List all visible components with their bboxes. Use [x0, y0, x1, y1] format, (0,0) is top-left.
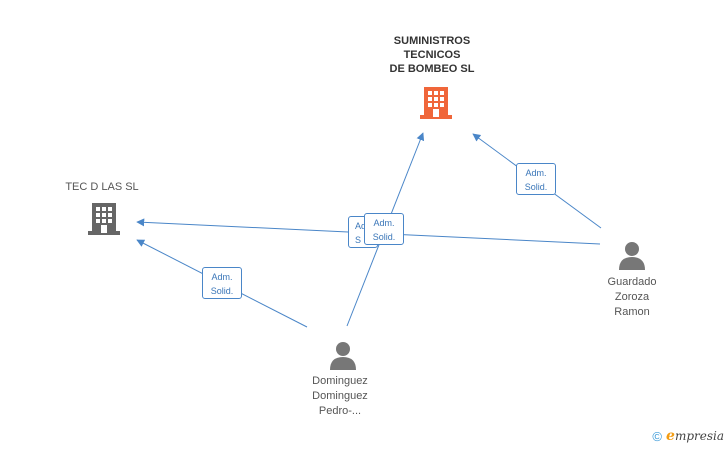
company-tecdlas-label[interactable]: TEC D LAS SL: [65, 181, 139, 193]
relation-badge-guardado-suministros[interactable]: Adm. Solid.: [516, 163, 556, 195]
role-line2: Solid.: [372, 232, 396, 242]
brand-logo: empresia: [666, 428, 724, 444]
role-line2: S: [355, 235, 362, 245]
relation-badge-dominguez-suministros[interactable]: Adm. Solid.: [364, 213, 404, 245]
person-icon[interactable]: [617, 240, 647, 270]
building-icon[interactable]: [88, 201, 120, 235]
person-dominguez-label[interactable]: Dominguez Dominguez Pedro-...: [312, 375, 368, 417]
footer-brand[interactable]: © empresia: [652, 428, 724, 444]
person-icon[interactable]: [328, 340, 358, 370]
building-icon[interactable]: [420, 85, 452, 119]
role-line1: Adm.: [211, 272, 233, 282]
relation-badge-dominguez-tecdlas[interactable]: Adm. Solid.: [202, 267, 242, 299]
copyright-icon: ©: [652, 428, 663, 444]
person-guardado-label[interactable]: Guardado Zoroza Ramon: [607, 276, 657, 318]
company-suministros-label[interactable]: SUMINISTROS TECNICOS DE BOMBEO SL: [389, 35, 475, 75]
role-line1: Adm.: [525, 168, 547, 178]
role-line1: Adm.: [373, 218, 395, 228]
role-line2: Solid.: [210, 286, 234, 296]
role-line2: Solid.: [524, 182, 548, 192]
